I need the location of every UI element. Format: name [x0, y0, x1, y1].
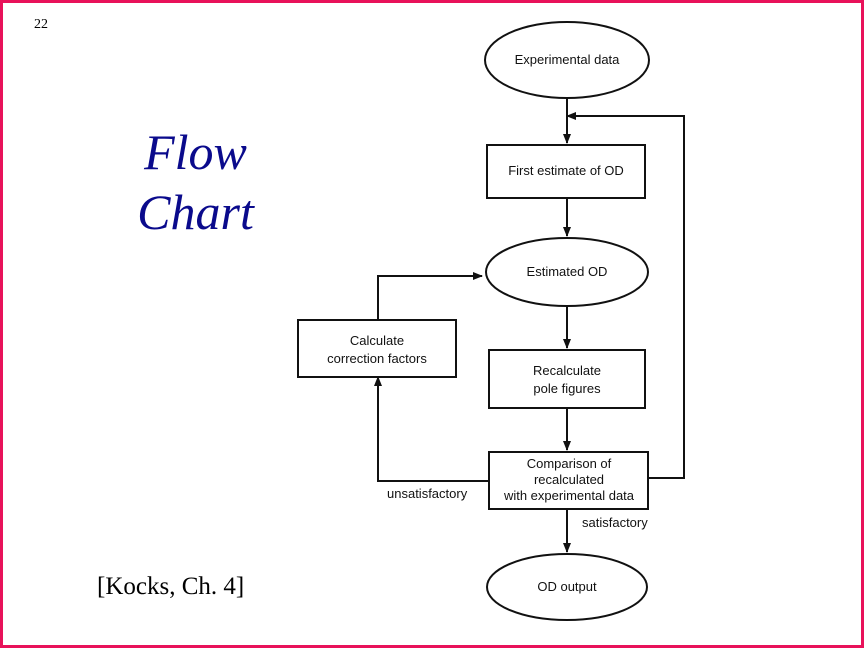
node-recalculate-pole-figures: Recalculate pole figures	[488, 349, 646, 409]
node-comparison-label-1: Comparison of	[527, 456, 612, 471]
node-recalculate-label-2: pole figures	[533, 381, 601, 396]
node-first-estimate-label: First estimate of OD	[508, 163, 624, 178]
node-comparison-label-2: recalculated	[534, 472, 604, 487]
edge-correction-to-estimated-od	[377, 272, 483, 320]
edge-comparison-feedback-loop	[566, 112, 685, 479]
node-correction-factors: Calculate correction factors	[297, 319, 457, 378]
node-comparison-label-3: with experimental data	[503, 488, 635, 503]
node-first-estimate: First estimate of OD	[486, 144, 646, 199]
node-recalculate-label-1: Recalculate	[533, 363, 601, 378]
node-od-output: OD output	[486, 553, 648, 621]
edge-label-satisfactory: satisfactory	[582, 515, 648, 530]
node-estimated-od: Estimated OD	[485, 237, 649, 307]
node-estimated-od-label: Estimated OD	[527, 264, 608, 279]
node-experimental-data-label: Experimental data	[515, 52, 621, 67]
node-correction-label-2: correction factors	[327, 351, 427, 366]
node-od-output-label: OD output	[537, 579, 597, 594]
node-experimental-data: Experimental data	[484, 21, 650, 99]
node-correction-label-1: Calculate	[350, 333, 404, 348]
page-number: 22	[34, 17, 48, 32]
edge-comparison-to-correction	[374, 376, 489, 482]
slide-title-line-1: Flow	[144, 124, 247, 180]
citation: [Kocks, Ch. 4]	[97, 573, 245, 600]
node-comparison: Comparison of recalculated with experime…	[488, 451, 649, 510]
slide-title-line-2: Chart	[137, 184, 254, 240]
edge-label-unsatisfactory: unsatisfactory	[387, 486, 468, 501]
